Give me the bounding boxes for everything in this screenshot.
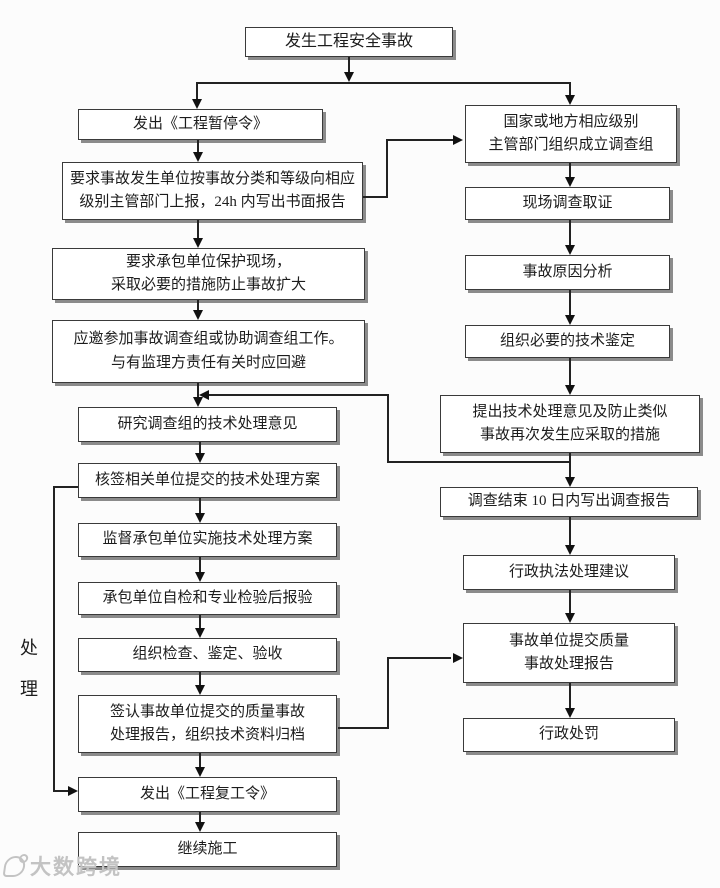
flow-node-issue-resume-order: 发出《工程复工令》	[78, 777, 337, 812]
arrow-right-icon	[453, 135, 463, 145]
watermark-text: 大数跨境	[30, 856, 122, 879]
arrow-right-icon	[453, 653, 463, 663]
flow-node-contractor-selfcheck: 承包单位自检和专业检验后报验	[78, 582, 337, 615]
flow-node-organize-acceptance: 组织检查、鉴定、验收	[78, 638, 337, 672]
flow-node-start: 发生工程安全事故	[245, 27, 453, 57]
arrow-down-icon	[195, 572, 205, 582]
connector-line	[387, 395, 389, 463]
flow-node-continue-construction: 继续施工	[78, 832, 337, 867]
watermark: 大数跨境	[2, 851, 122, 881]
flow-node-propose-measures: 提出技术处理意见及防止类似 事故再次发生应采取的措施	[440, 395, 700, 453]
connector-line	[199, 442, 201, 455]
arrow-right-icon	[68, 786, 78, 796]
connector-line	[348, 57, 350, 72]
flow-node-form-investigation-team: 国家或地方相应级别 主管部门组织成立调查组	[465, 105, 677, 163]
flow-node-supervise-implementation: 监督承包单位实施技术处理方案	[78, 523, 337, 557]
connector-line	[199, 615, 201, 630]
arrow-down-icon	[565, 545, 575, 555]
connector-line	[389, 657, 451, 659]
connector-line	[363, 196, 388, 198]
arrow-down-icon	[193, 152, 203, 162]
arrow-down-icon	[344, 72, 354, 82]
connector-line	[53, 486, 55, 792]
flow-node-unit-submit-report: 事故单位提交质量 事故处理报告	[463, 623, 675, 683]
connector-line	[569, 358, 571, 387]
arrow-down-icon	[565, 95, 575, 105]
flow-node-protect-site: 要求承包单位保护现场， 采取必要的措施防止事故扩大	[52, 248, 365, 300]
connector-line	[54, 486, 78, 488]
watermark-logo-icon	[2, 855, 27, 877]
connector-line	[569, 517, 571, 547]
arrow-down-icon	[565, 177, 575, 187]
connector-line	[197, 220, 199, 240]
arrow-down-icon	[195, 628, 205, 638]
connector-line	[569, 453, 571, 479]
connector-line	[569, 84, 571, 96]
flow-node-administrative-penalty: 行政处罚	[463, 718, 675, 752]
arrow-down-icon	[565, 477, 575, 487]
connector-line	[569, 290, 571, 317]
phase-label-handling: 处 理	[20, 638, 38, 700]
arrow-down-icon	[565, 708, 575, 718]
connector-line	[388, 139, 453, 141]
connector-line	[54, 790, 68, 792]
connector-line	[199, 812, 201, 824]
arrow-down-icon	[193, 310, 203, 320]
connector-line	[387, 657, 389, 729]
connector-line	[386, 139, 388, 198]
arrow-down-icon	[195, 685, 205, 695]
flow-node-join-investigation: 应邀参加事故调查组或协助调查组工作。 与有监理方责任有关时应回避	[52, 320, 365, 383]
arrow-down-icon	[195, 767, 205, 777]
arrow-down-icon	[195, 453, 205, 463]
flow-node-sign-report-archive: 签认事故单位提交的质量事故 处理报告，组织技术资料归档	[78, 695, 337, 753]
arrow-down-icon	[565, 315, 575, 325]
connector-line	[196, 82, 571, 84]
flow-node-technical-appraisal: 组织必要的技术鉴定	[465, 325, 670, 358]
connector-line	[569, 163, 571, 179]
connector-line	[197, 383, 199, 399]
arrow-down-icon	[195, 513, 205, 523]
flow-node-study-opinions: 研究调查组的技术处理意见	[78, 407, 337, 442]
connector-line	[569, 683, 571, 710]
connector-line	[207, 394, 389, 396]
flow-node-countersign-plan: 核签相关单位提交的技术处理方案	[78, 463, 337, 498]
flow-node-cause-analysis: 事故原因分析	[465, 255, 670, 290]
connector-line	[569, 220, 571, 247]
connector-line	[338, 727, 389, 729]
arrow-down-icon	[195, 822, 205, 832]
connector-line	[199, 672, 201, 687]
arrow-down-icon	[193, 238, 203, 248]
connector-line	[388, 461, 570, 463]
arrow-down-icon	[565, 245, 575, 255]
connector-line	[197, 140, 199, 154]
connector-line	[196, 84, 198, 100]
flow-node-enforcement-suggestion: 行政执法处理建议	[463, 555, 675, 590]
connector-line	[199, 557, 201, 574]
flow-node-report-to-authority: 要求事故发生单位按事故分类和等级向相应 级别主管部门上报，24h 内写出书面报告	[62, 162, 363, 220]
connector-line	[199, 753, 201, 769]
flow-node-issue-suspension-order: 发出《工程暂停令》	[78, 109, 323, 140]
flow-node-site-evidence: 现场调查取证	[465, 187, 670, 220]
arrow-down-icon	[192, 99, 202, 109]
flow-node-investigation-report: 调查结束 10 日内写出调查报告	[440, 487, 698, 517]
arrow-down-icon	[565, 385, 575, 395]
arrow-left-icon	[199, 390, 209, 400]
connector-line	[569, 590, 571, 615]
arrow-down-icon	[193, 397, 203, 407]
arrow-down-icon	[565, 613, 575, 623]
connector-line	[199, 498, 201, 515]
connector-line	[197, 300, 199, 312]
